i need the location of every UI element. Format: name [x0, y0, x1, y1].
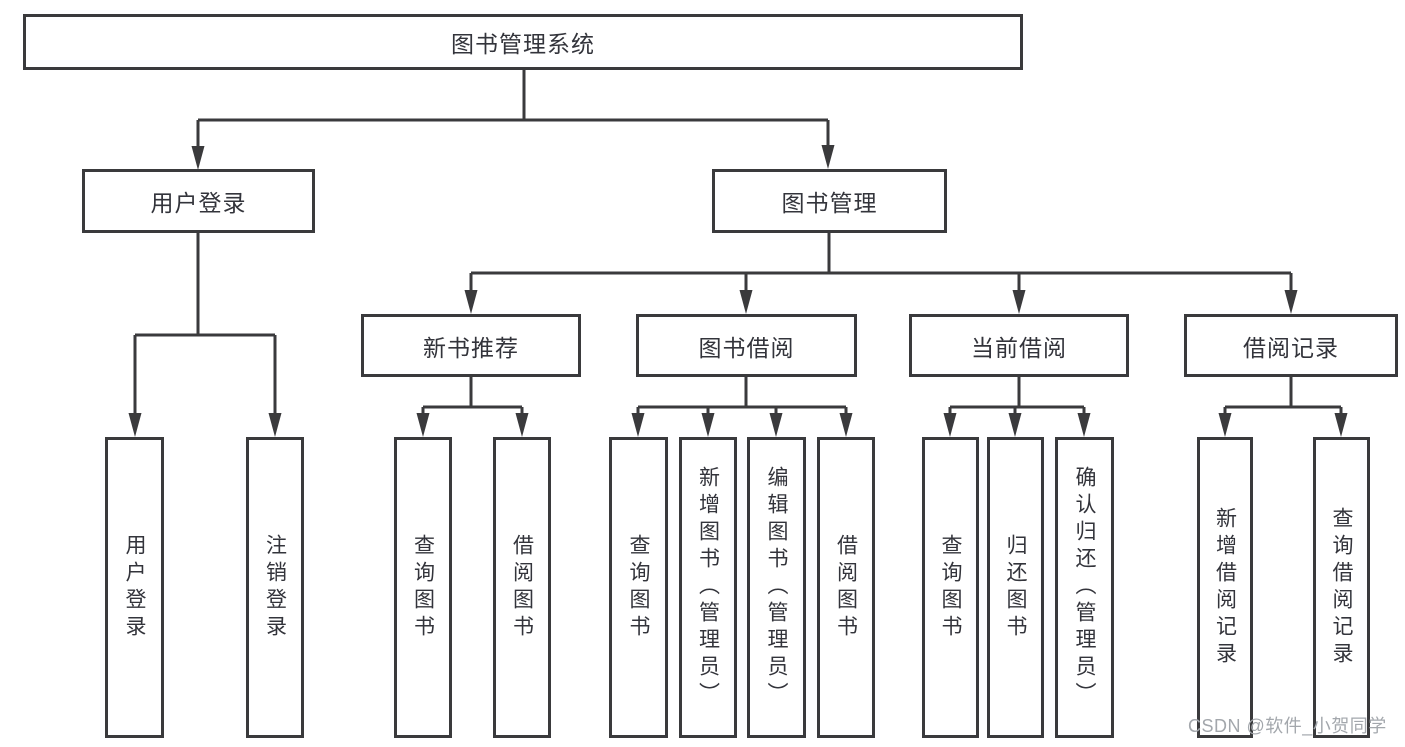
arrow-down-icon	[1334, 413, 1348, 437]
arrow-down-icon	[1077, 413, 1091, 437]
leaf-label: 查询借阅记录	[1330, 506, 1353, 669]
leaf-label: 查询图书	[627, 533, 650, 642]
arrow-down-icon	[1284, 290, 1298, 314]
leaf-add-books-admin: 新增图书（管理员）	[679, 437, 737, 738]
connector-new-book-to-leaves	[421, 377, 524, 419]
node-new-book-recommend: 新书推荐	[361, 314, 581, 377]
arrow-down-icon	[739, 290, 753, 314]
leaf-borrow-books: 借阅图书	[817, 437, 875, 738]
leaf-label: 查询图书	[939, 533, 962, 642]
arrow-down-icon	[515, 413, 529, 437]
leaf-return-books: 归还图书	[987, 437, 1044, 738]
node-label: 图书管理系统	[451, 31, 595, 57]
node-borrow-records: 借阅记录	[1184, 314, 1398, 377]
node-label: 借阅记录	[1243, 334, 1339, 361]
leaf-query-borrow-record: 查询借阅记录	[1313, 437, 1370, 738]
node-label: 图书借阅	[698, 334, 795, 361]
arrow-down-icon	[769, 413, 783, 437]
leaf-logout: 注销登录	[246, 437, 304, 738]
arrow-down-icon	[1218, 413, 1232, 437]
leaf-query-books-borrow: 查询图书	[609, 437, 668, 738]
leaf-label: 编辑图书（管理员）	[765, 466, 788, 709]
arrow-down-icon	[839, 413, 853, 437]
leaf-label: 注销登录	[263, 533, 287, 642]
csdn-watermark: CSDN @软件_小贺同学	[1188, 716, 1387, 736]
connector-book-management-to-sections	[469, 233, 1293, 296]
leaf-confirm-return-admin: 确认归还（管理员）	[1055, 437, 1114, 738]
arrow-down-icon	[268, 413, 282, 437]
arrow-down-icon	[821, 145, 835, 169]
node-label: 新书推荐	[423, 334, 519, 361]
leaf-add-borrow-record: 新增借阅记录	[1197, 437, 1253, 738]
arrow-down-icon	[464, 290, 478, 314]
leaf-borrow-books-recommend: 借阅图书	[493, 437, 551, 738]
connector-user-login-to-leaves	[133, 233, 277, 419]
leaf-edit-books-admin: 编辑图书（管理员）	[747, 437, 806, 738]
arrow-down-icon	[191, 146, 205, 170]
node-label: 当前借阅	[971, 334, 1067, 361]
arrow-down-icon	[631, 413, 645, 437]
leaf-label: 借阅图书	[510, 533, 534, 642]
node-label: 用户登录	[150, 190, 247, 216]
arrow-down-icon	[1008, 413, 1022, 437]
leaf-label: 用户登录	[123, 533, 146, 642]
arrow-down-icon	[1012, 290, 1026, 314]
connector-current-borrow-to-leaves	[948, 377, 1086, 419]
leaf-label: 查询图书	[411, 533, 435, 642]
connector-borrow-records-to-leaves	[1223, 377, 1343, 419]
node-root-system: 图书管理系统	[23, 14, 1023, 70]
node-book-borrow: 图书借阅	[636, 314, 857, 377]
arrow-down-icon	[416, 413, 430, 437]
leaf-label: 借阅图书	[834, 533, 858, 642]
node-book-management: 图书管理	[712, 169, 947, 233]
leaf-label: 归还图书	[1004, 533, 1027, 642]
leaf-label: 新增借阅记录	[1213, 506, 1237, 669]
arrow-down-icon	[128, 413, 142, 437]
leaf-label: 新增图书（管理员）	[696, 466, 720, 709]
connector-root-to-branches	[196, 69, 830, 150]
leaf-query-books-recommend: 查询图书	[394, 437, 452, 738]
arrow-down-icons	[128, 145, 1348, 437]
arrow-down-icon	[943, 413, 957, 437]
leaf-user-login: 用户登录	[105, 437, 164, 738]
leaf-query-books-current: 查询图书	[922, 437, 979, 738]
node-label: 图书管理	[781, 190, 878, 216]
leaf-label: 确认归还（管理员）	[1073, 466, 1096, 709]
node-user-login: 用户登录	[82, 169, 315, 233]
node-current-borrow: 当前借阅	[909, 314, 1129, 377]
arrow-down-icon	[701, 413, 715, 437]
connector-book-borrow-to-leaves	[636, 377, 848, 419]
